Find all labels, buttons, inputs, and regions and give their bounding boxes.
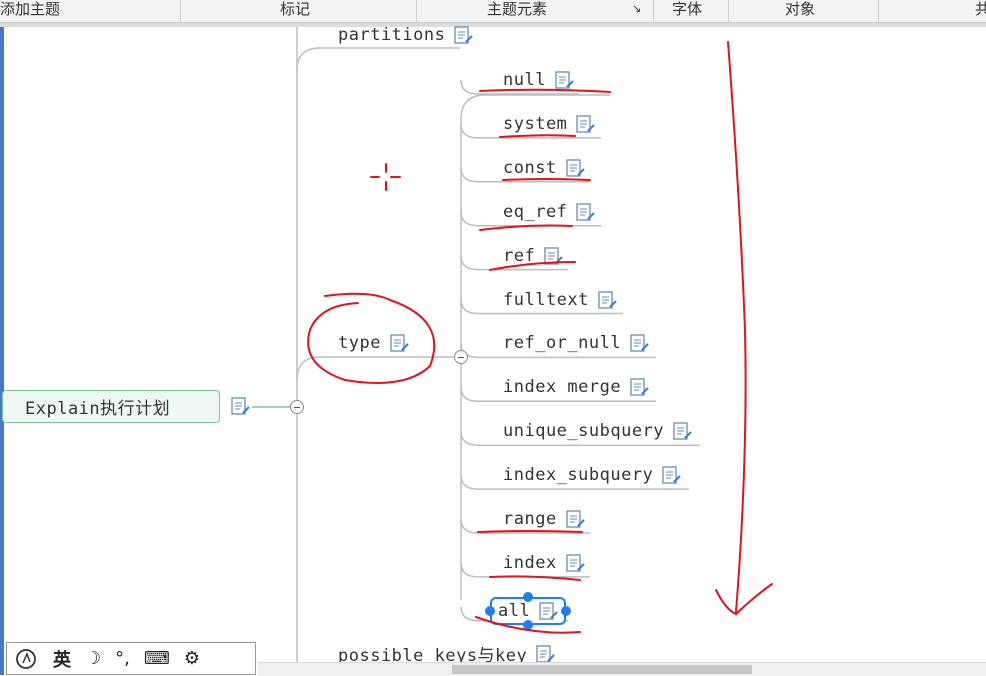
type-option-null[interactable]: null [503,70,574,90]
topic-partitions[interactable]: partitions [338,25,474,45]
connector-line [460,299,623,315]
connector-line [460,167,590,183]
root-topic[interactable]: Explain执行计划 [2,390,220,423]
type-option-ref[interactable]: ref [503,246,563,266]
connector-line [460,562,590,578]
ribbon-separator [653,0,654,22]
type-option-ref-or-null[interactable]: ref_or_null [503,333,649,353]
topic-label: unique_subquery [503,421,665,442]
note-icon[interactable] [543,246,563,266]
topic-possible-keys[interactable]: possible keys与key [338,641,555,666]
connector-line [460,475,689,490]
note-icon[interactable] [453,25,474,45]
ribbon-object[interactable]: 对象 [785,0,816,18]
note-icon[interactable] [389,333,409,353]
type-option-system[interactable]: system [503,113,596,134]
selection-handle[interactable] [561,605,572,616]
ribbon-topic-elements[interactable]: 主题元素 [487,0,548,18]
ribbon-marker[interactable]: 标记 [280,0,311,18]
note-icon[interactable] [597,290,617,310]
note-icon[interactable] [575,114,596,134]
ribbon-separator [180,0,181,22]
ribbon-separator [728,0,729,22]
collapse-type-button[interactable] [454,350,468,364]
topic-label: eq_ref [503,201,568,222]
connector-line [460,387,656,403]
type-option-const[interactable]: const [503,158,585,178]
connector-line [460,79,579,95]
punctuation-icon[interactable]: °, [115,648,130,669]
selection-handle[interactable] [523,619,534,630]
ime-logo-icon[interactable] [15,648,39,670]
horizontal-scrollbar[interactable] [258,662,986,676]
moon-icon[interactable]: ☽ [85,648,102,669]
note-icon[interactable] [565,509,585,529]
topic-label: all [498,600,531,621]
root-topic-label: Explain执行计划 [25,399,171,419]
selection-handle[interactable] [523,591,534,602]
topic-label: index merge [503,377,622,398]
note-icon[interactable] [230,396,250,416]
topic-label: null [503,70,546,90]
note-icon[interactable] [565,553,585,573]
topic-label: partitions [338,25,446,45]
note-icon[interactable] [535,644,555,664]
note-icon[interactable] [672,421,692,441]
type-option-all-selected[interactable]: all [485,591,572,630]
topic-label: ref_or_null [503,333,622,354]
note-icon[interactable] [554,70,574,90]
connector-line [460,123,601,139]
ribbon-bottom-bar [0,23,986,27]
topic-label: possible keys与key [338,646,528,666]
topic-label: system [503,113,568,134]
note-icon[interactable] [538,601,558,621]
collapse-root-button[interactable] [290,400,304,414]
ribbon-extra[interactable]: 共 [975,0,986,18]
type-option-index-subquery[interactable]: index_subquery [503,465,682,486]
ime-language-toggle[interactable]: 英 [53,649,71,671]
type-option-range[interactable]: range [503,509,585,529]
gear-icon[interactable]: ⚙ [183,648,200,669]
topic-label: type [338,333,381,353]
topic-label: index_subquery [503,465,654,486]
scrollbar-thumb[interactable] [452,665,752,674]
type-option-unique-subquery[interactable]: unique_subquery [503,421,692,441]
keyboard-icon[interactable]: ⌨ [143,648,170,669]
topic-label: ref [503,245,536,266]
note-icon[interactable] [629,377,649,397]
ribbon-separator [878,0,879,22]
selection-handle[interactable] [485,605,495,616]
connector-line [460,211,601,227]
note-icon[interactable] [565,158,585,178]
ribbon-separator [416,0,417,22]
topic-label: index [503,552,557,573]
type-option-index-merge[interactable]: index merge [503,377,649,397]
connector-line [460,431,700,446]
type-option-fulltext[interactable]: fulltext [503,290,617,310]
expand-corner-icon[interactable]: ↘ [632,2,642,15]
ribbon-font[interactable]: 字体 [672,0,703,18]
window-left-edge [0,0,4,675]
ime-toolbar: 英 ☽ °, ⌨ ⚙ [6,642,256,675]
note-icon[interactable] [661,465,682,485]
note-icon[interactable] [575,202,596,222]
note-icon[interactable] [629,333,649,353]
topic-type[interactable]: type [338,333,409,353]
connector-line [460,255,568,271]
type-option-eq-ref[interactable]: eq_ref [503,201,596,222]
topic-label: fulltext [503,289,589,310]
type-option-index[interactable]: index [503,553,585,573]
ribbon-header: 添加主题 标记 主题元素 ↘ 字体 对象 共 [0,0,986,23]
topic-label: const [503,157,557,178]
topic-label: range [503,509,557,529]
ribbon-add-topic[interactable]: 添加主题 [0,0,61,18]
